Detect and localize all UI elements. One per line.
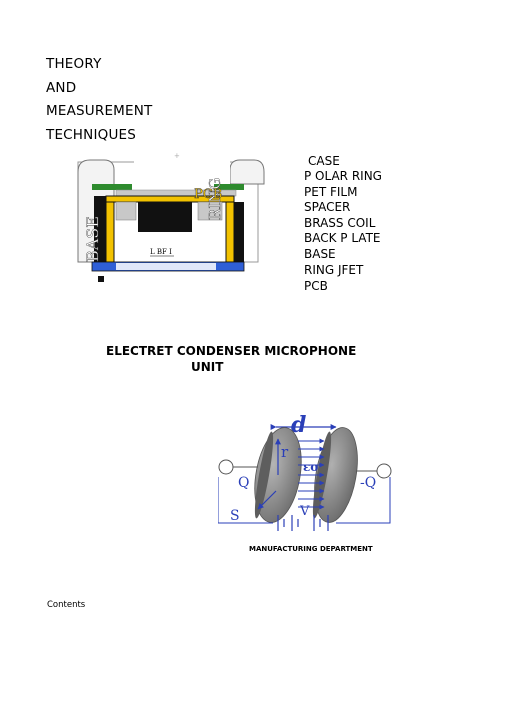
ring-label: RING — [206, 178, 224, 220]
case-top-gap — [134, 152, 230, 186]
marker-square — [98, 276, 104, 282]
part-pet-film: PET FILM — [304, 185, 358, 199]
circuit-right — [336, 477, 391, 524]
s-arrow — [257, 490, 277, 510]
q-left-label: Q — [238, 475, 249, 491]
q-right-label: -Q — [360, 475, 376, 491]
heading-line-3: MEASUREMENT — [46, 103, 153, 119]
left-terminal — [218, 459, 234, 475]
title-line-2: UNIT — [191, 360, 224, 374]
base-block-right — [234, 202, 244, 262]
field-arrows — [298, 438, 325, 510]
base-label: BASE — [83, 216, 102, 262]
pcb-strip-gap — [116, 263, 216, 270]
base-block-left — [94, 196, 106, 262]
part-ring-jfet: RING JFET — [304, 263, 364, 277]
jfet-label: L BF I — [150, 248, 172, 256]
r-label: r — [281, 443, 289, 461]
battery — [277, 515, 329, 531]
heading-line-1: THEORY — [46, 56, 102, 72]
plus-mark: + — [174, 152, 180, 160]
part-case: CASE — [308, 154, 340, 168]
heading-line-2: AND — [46, 80, 77, 96]
title-line-1: ELECTRET CONDENSER MICROPHONE — [106, 344, 357, 358]
capacitor-diagram: d r εo S Q -Q V — [218, 412, 392, 531]
pcb-label-top: PCB — [194, 187, 222, 202]
v-label: V — [299, 504, 310, 519]
s-label: S — [230, 508, 240, 524]
contents-label: Contents — [47, 600, 86, 610]
part-spacer: SPACER — [304, 200, 351, 214]
back-plate — [138, 202, 192, 232]
polar-ring-left — [92, 184, 132, 190]
polar-ring-right — [214, 184, 244, 190]
heading-line-4: TECHNIQUES — [46, 127, 137, 143]
part-base: BASE — [304, 247, 336, 261]
department-label: MANUFACTURING DEPARTMENT — [249, 545, 373, 553]
right-terminal — [376, 463, 392, 479]
circuit-left — [218, 477, 273, 524]
brass-coil-left — [105, 195, 115, 263]
part-brass-coil: BRASS COIL — [304, 216, 376, 230]
part-back-plate: BACK P LATE — [304, 231, 381, 245]
brass-coil-right — [225, 195, 235, 263]
left-plate-edge — [254, 431, 274, 519]
part-pcb: PCB — [304, 279, 328, 293]
d-label: d — [291, 412, 306, 438]
part-polar-ring: P OLAR RING — [304, 169, 382, 183]
case-right-shoulder — [229, 159, 265, 185]
microphone-cross-section: BASE RING PCB L BF I + — [77, 152, 265, 282]
spacer-right — [197, 201, 223, 221]
eps-label: εo — [303, 460, 318, 474]
spacer-left — [115, 201, 137, 221]
